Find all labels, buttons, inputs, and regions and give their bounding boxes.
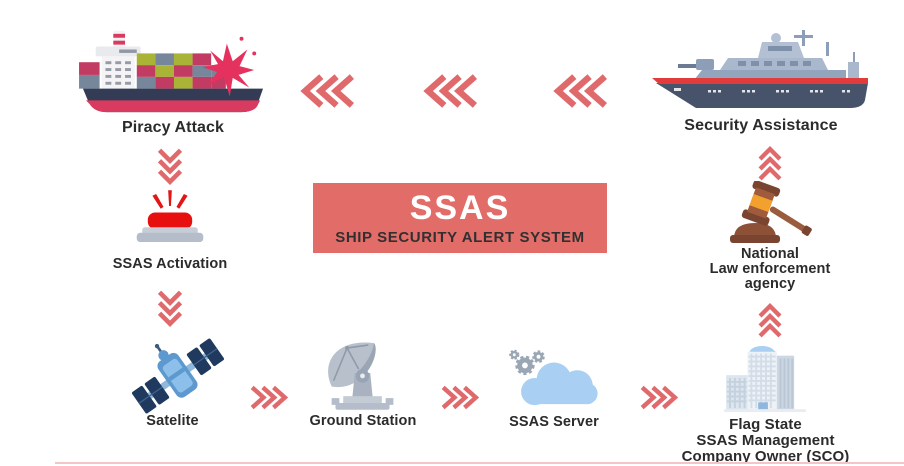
ssas-activation-label: SSAS Activation [112, 256, 228, 272]
chevrons-left-icon [423, 74, 477, 108]
ssas-server-label: SSAS Server [509, 414, 599, 430]
chevrons-up-icon [758, 146, 782, 181]
cloud-server-icon [505, 347, 603, 414]
alert-button-icon [133, 189, 207, 252]
flag-state-label: Flag State SSAS Management Company Owner… [681, 416, 850, 465]
chevrons-up-icon [758, 303, 782, 338]
ground-station-label: Ground Station [309, 413, 417, 429]
chevrons-down-icon [157, 290, 183, 327]
chevrons-right-icon [441, 385, 479, 410]
satellite-icon [128, 336, 228, 421]
node-ssas-activation: SSAS Activation [113, 189, 227, 272]
security-assistance-label: Security Assistance [684, 117, 838, 134]
law-enforcement-label: National Law enforcement agency [709, 246, 831, 293]
chevrons-right-icon [640, 385, 678, 410]
piracy-attack-label: Piracy Attack [121, 119, 225, 136]
cargo-ship-explosion-icon [78, 26, 268, 123]
node-ssas-server: SSAS Server [505, 347, 603, 430]
satellite-label: Satelite [146, 413, 199, 429]
ground-station-dish-icon [322, 336, 404, 417]
node-ground-station: Ground Station [310, 336, 416, 429]
chevrons-left-icon [553, 74, 607, 108]
chevrons-left-icon [300, 74, 354, 108]
bottom-divider [55, 462, 904, 464]
warship-icon [650, 28, 872, 121]
ssas-center-box: SSAS SHIP SECURITY ALERT SYSTEM [313, 183, 607, 253]
chevrons-right-icon [250, 385, 288, 410]
node-satellite: Satelite [128, 336, 228, 429]
ssas-title: SSAS [409, 189, 511, 227]
node-security-assistance: Security Assistance [650, 28, 872, 134]
chevrons-down-icon [157, 148, 183, 185]
node-law-enforcement: National Law enforcement agency [710, 180, 830, 292]
gavel-icon [724, 180, 819, 250]
ssas-subtitle: SHIP SECURITY ALERT SYSTEM [335, 229, 585, 246]
node-piracy-attack: Piracy Attack [78, 26, 268, 136]
office-buildings-icon [714, 344, 816, 419]
node-flag-state: Flag State SSAS Management Company Owner… [682, 344, 849, 464]
